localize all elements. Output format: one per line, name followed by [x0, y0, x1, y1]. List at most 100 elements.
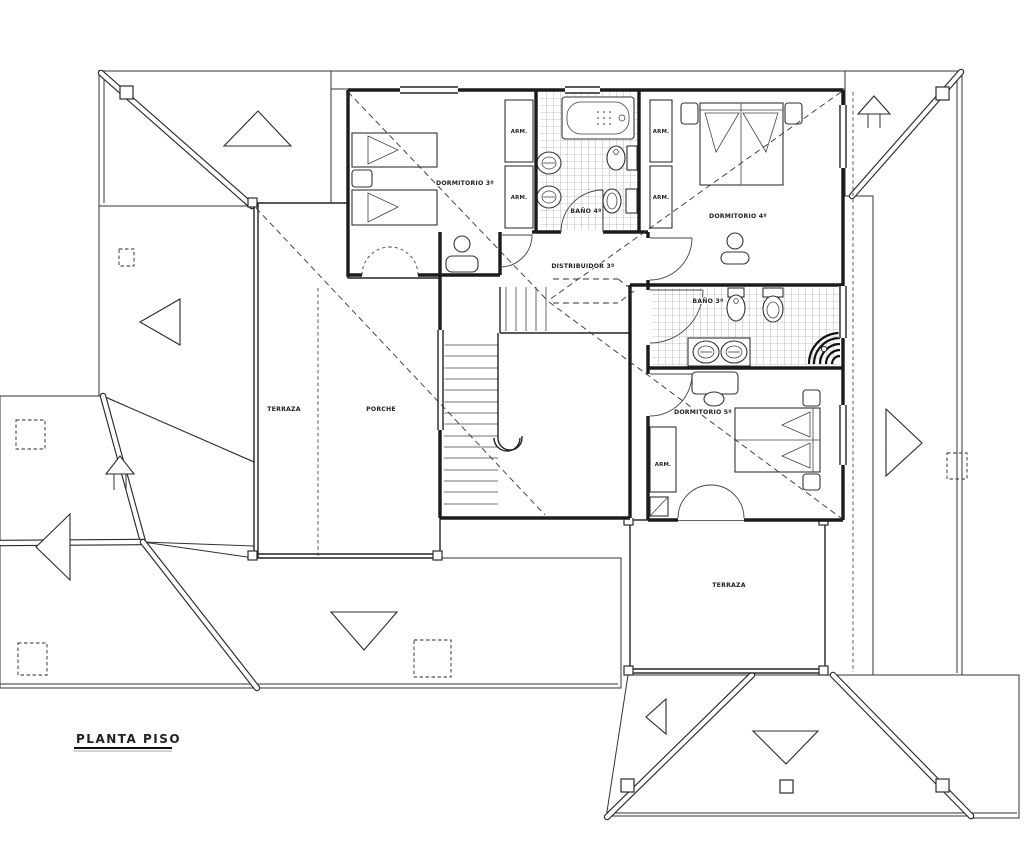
labels-group: DORMITORIO 3º BAÑO 4º DORMITORIO 4º DIST… — [266, 128, 768, 590]
room-label-distribuidor3: DISTRIBUIDOR 3º — [551, 263, 615, 270]
slope-arrow-right-icon — [885, 407, 923, 478]
pillow-fold — [781, 442, 811, 469]
window — [838, 105, 848, 168]
closet-label: ARM. — [653, 195, 670, 201]
closet-label: ARM. — [511, 195, 528, 201]
nightstand — [802, 389, 821, 407]
pillow-fold — [781, 411, 811, 438]
slope-arrow-down-icon — [329, 611, 399, 651]
stool — [703, 391, 725, 407]
page-title: PLANTA PISO — [76, 732, 181, 746]
double-bed — [699, 102, 784, 186]
closet — [649, 426, 677, 493]
closet — [504, 165, 534, 229]
slope-arrow-down-icon — [751, 730, 820, 765]
closet — [649, 165, 673, 229]
building-footprint — [348, 90, 843, 520]
roof-plane-bottomright-right — [831, 674, 1020, 819]
terrace-door-swing — [677, 484, 745, 519]
parapet-post — [818, 665, 829, 676]
roof-slope-arrows — [35, 95, 923, 765]
pillow-fold — [367, 135, 399, 165]
vent-square-dashed — [15, 419, 46, 450]
room-label-dormitorio3: DORMITORIO 3º — [436, 180, 494, 187]
windows — [400, 85, 848, 465]
parapet-post — [432, 550, 443, 561]
window — [838, 286, 848, 338]
door-swing — [649, 237, 693, 281]
door-swing — [649, 289, 704, 344]
room-label-terraza-inferior: TERRAZA — [712, 582, 745, 589]
vent-square-dashed — [946, 452, 968, 480]
nightstand — [680, 102, 699, 125]
parapet-post — [247, 550, 258, 561]
bench — [720, 251, 750, 265]
sink-basin — [541, 190, 557, 204]
pillow-fold — [704, 112, 740, 154]
window — [436, 330, 445, 430]
pillow-fold — [742, 112, 779, 153]
projection-lines — [255, 91, 854, 672]
shower-drain — [820, 345, 828, 353]
doors — [361, 189, 745, 519]
room-label-dormitorio4: DORMITORIO 4º — [709, 213, 767, 220]
parapet-post — [247, 197, 258, 208]
bed — [351, 189, 438, 226]
slope-arrow-up-icon — [856, 95, 892, 115]
toilet-tank — [625, 188, 638, 214]
slope-arrow-left-icon — [35, 512, 71, 582]
door-swing — [649, 373, 693, 417]
furniture-group — [351, 96, 841, 517]
closet-label: ARM. — [655, 462, 672, 468]
bathtub-inner — [566, 101, 630, 135]
room-label-bano4: BAÑO 4º — [570, 206, 602, 215]
bed — [351, 132, 438, 168]
sink-basin — [541, 156, 557, 170]
vent-square — [935, 778, 950, 793]
vent-square — [779, 779, 794, 794]
room-label-terraza: TERRAZA — [267, 406, 300, 413]
nightstand — [784, 102, 803, 125]
vent-square — [119, 85, 134, 100]
bathtub-jets — [597, 111, 611, 125]
window — [400, 85, 458, 95]
nightstand — [351, 169, 373, 188]
roof-plane-topleft-vertical — [97, 70, 332, 207]
toilet — [762, 295, 784, 323]
parapet-post — [623, 665, 634, 676]
chair-seat — [445, 255, 479, 273]
roof-group — [0, 68, 1020, 821]
closet-label: ARM. — [511, 129, 528, 135]
stool — [726, 232, 744, 250]
vent-square-dashed — [413, 639, 452, 678]
bathtub-drain — [618, 114, 626, 122]
door-swing — [560, 189, 604, 233]
closet — [649, 99, 673, 163]
room-label-bano3: BAÑO 3º — [692, 296, 724, 305]
room-label-dormitorio5: DORMITORIO 5º — [674, 409, 732, 416]
vent-square — [935, 86, 950, 101]
roof-plane-right — [850, 69, 963, 676]
dressing-table — [691, 371, 739, 395]
bidet-tank — [626, 145, 638, 171]
window — [565, 85, 600, 95]
window — [838, 405, 848, 465]
title-block: PLANTA PISO — [74, 732, 181, 752]
closet-label: ARM. — [653, 129, 670, 135]
vent-square-dashed — [118, 248, 135, 267]
terraza-porche-floor — [254, 203, 440, 558]
closet — [504, 99, 534, 163]
bidet — [606, 145, 626, 171]
pillow-fold — [367, 192, 399, 223]
staircase — [444, 287, 630, 505]
slope-arrow-left-icon — [138, 298, 181, 346]
room-label-porche: PORCHE — [366, 406, 396, 413]
slope-arrow-up-icon — [222, 110, 293, 147]
vent-square-dashed — [17, 642, 48, 676]
door-swing — [499, 234, 533, 268]
bidet — [726, 294, 746, 322]
chair — [453, 235, 471, 253]
slope-arrow-left-icon — [645, 697, 667, 736]
